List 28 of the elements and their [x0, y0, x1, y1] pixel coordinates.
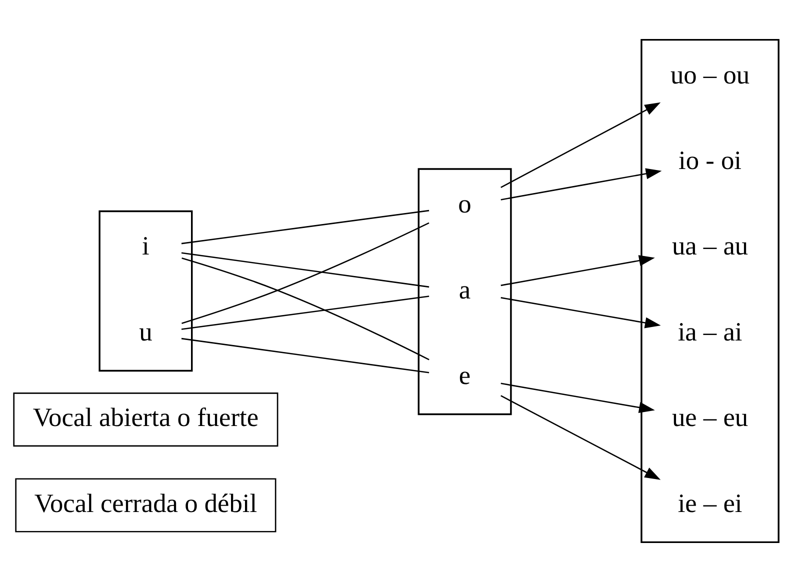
cluster	[418, 168, 512, 416]
connector	[181, 338, 430, 374]
node-text: ia – ai	[678, 317, 742, 346]
connector	[182, 222, 430, 324]
node-text: ua – au	[672, 232, 748, 261]
node-text: uo – ou	[670, 60, 750, 90]
connector	[181, 210, 430, 244]
connector	[181, 252, 430, 288]
connector	[182, 257, 430, 360]
arrow	[500, 168, 662, 200]
arrow	[500, 382, 655, 413]
node-text: ie – ei	[678, 488, 742, 518]
arrow	[500, 255, 655, 286]
cluster	[98, 210, 193, 372]
node-text: i	[142, 232, 150, 261]
node-box: Vocal abierta o fuerte	[13, 392, 278, 447]
arrow	[500, 395, 661, 480]
node-box: Vocal cerrada o débil	[15, 478, 276, 532]
cluster	[640, 38, 780, 544]
arrow	[500, 297, 661, 328]
connector	[181, 296, 430, 330]
arrow	[500, 102, 661, 188]
node-text: o	[458, 190, 472, 219]
node-text: e	[458, 360, 471, 390]
node-text: ue – eu	[672, 403, 748, 432]
node-text: u	[139, 317, 152, 346]
node-text: io - oi	[678, 146, 742, 176]
node-text: a	[458, 275, 471, 304]
